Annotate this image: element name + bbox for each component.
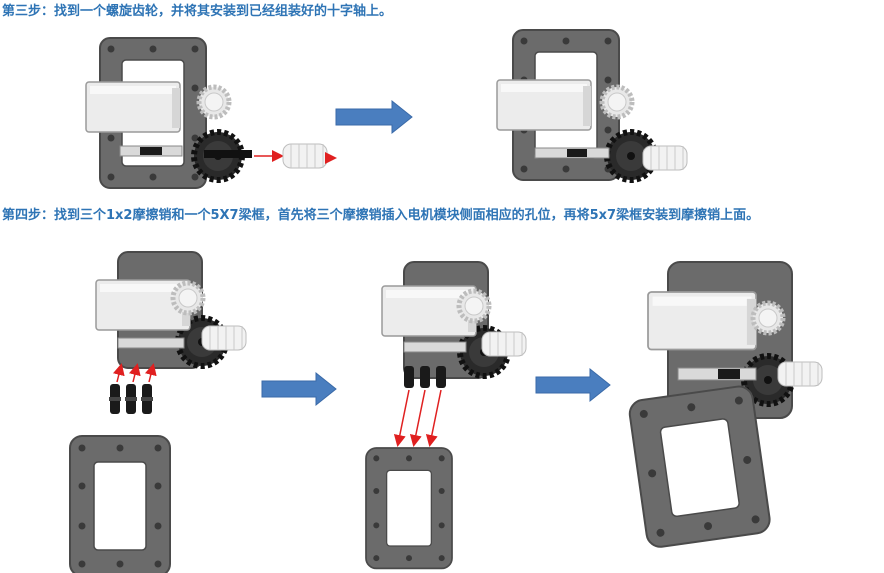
friction-pin-icon [420, 366, 430, 388]
spur-gear [173, 283, 203, 313]
spur-gear [459, 291, 489, 321]
blue-arrow-right-icon [535, 367, 611, 403]
red-arrow-icon [112, 363, 125, 383]
motor-module [647, 291, 757, 351]
red-arrow-icon [144, 363, 157, 383]
blue-arrow-right-icon [261, 371, 337, 407]
red-arrow-icon [425, 389, 442, 447]
friction-pin-icon [436, 366, 446, 388]
friction-pin-icon [141, 384, 153, 414]
step4-panel-1 [69, 251, 247, 573]
step4-panel-3 [628, 261, 823, 548]
blue-arrow-right-icon [335, 99, 413, 135]
axle [204, 150, 252, 158]
red-arrow-icon [409, 389, 426, 447]
beam-frame-icon [69, 435, 171, 573]
worm-gear-icon [642, 145, 688, 171]
spur-gear [602, 87, 632, 117]
step-4-instruction: 第四步：找到三个1x2摩擦销和一个5X7梁框，首先将三个摩擦销插入电机模块侧面相… [2, 208, 760, 223]
step4-panel-2 [365, 261, 527, 570]
spur-gear [199, 87, 229, 117]
friction-pin-icon [404, 366, 414, 388]
worm-gear-icon [201, 325, 247, 351]
motor-module [496, 79, 592, 131]
spur-gear [753, 303, 783, 333]
friction-pin-icon [109, 384, 121, 414]
step-3-instruction: 第三步：找到一个螺旋齿轮，并将其安装到已经组装好的十字轴上。 [2, 4, 393, 19]
step3-after-assembly [496, 29, 688, 180]
motor-module [85, 81, 181, 133]
red-arrow-icon [128, 363, 141, 383]
beam-frame-icon [365, 447, 453, 570]
worm-gear-icon [777, 361, 823, 387]
worm-gear-icon [481, 331, 527, 357]
red-arrow-icon [393, 389, 410, 447]
friction-pin-icon [125, 384, 137, 414]
worm-gear-icon [282, 143, 328, 169]
step3-before-assembly [85, 37, 252, 189]
